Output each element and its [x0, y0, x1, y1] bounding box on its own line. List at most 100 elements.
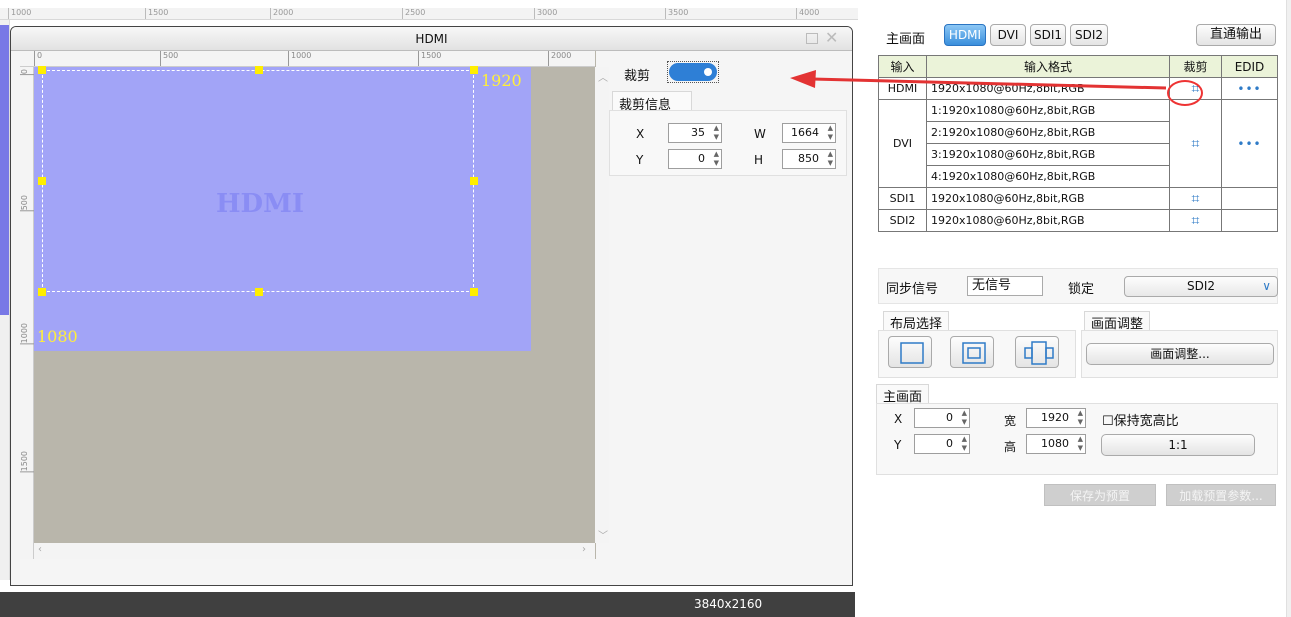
source-button-sdi2[interactable]: SDI2 — [1070, 24, 1108, 46]
crop-handle-top-left[interactable] — [38, 66, 46, 74]
canvas-vertical-scrollbar[interactable]: ︿ ﹀ — [595, 67, 609, 543]
crop-w-label: W — [754, 127, 766, 141]
scroll-down-icon[interactable]: ﹀ — [598, 531, 608, 542]
more-icon[interactable]: ••• — [1237, 136, 1262, 151]
layout-single-button[interactable] — [888, 336, 932, 368]
layout-pip-button[interactable] — [950, 336, 994, 368]
crop-info-group: X 35▲▼ W 1664▲▼ Y 0▲▼ H 850▲▼ — [609, 110, 847, 176]
crop-handle-right[interactable] — [470, 177, 478, 185]
one-to-one-button[interactable]: 1:1 — [1101, 434, 1255, 456]
direct-output-button[interactable]: 直通输出 — [1196, 24, 1276, 46]
checkbox-icon[interactable]: ☐ — [1102, 414, 1114, 429]
main-x-input[interactable]: 0▲▼ — [914, 408, 970, 428]
workspace-resolution: 3840x2160 — [694, 597, 763, 611]
edid-cell[interactable]: ••• — [1221, 77, 1278, 100]
spin-arrows-icon[interactable]: ▲▼ — [827, 124, 833, 141]
table-header-row: 输入 输入格式 裁剪 EDID — [878, 55, 1278, 78]
crop-x-label: X — [636, 127, 645, 141]
dialog-footer — [11, 559, 852, 585]
hdmi-video-layer[interactable] — [34, 67, 531, 351]
crop-toggle-label: 裁剪 — [624, 69, 651, 84]
crop-y-input[interactable]: 0 ▲▼ — [668, 149, 722, 169]
crop-handle-top-right[interactable] — [470, 66, 478, 74]
crop-cell[interactable]: ⌗ — [1169, 187, 1222, 210]
crop-icon[interactable]: ⌗ — [1191, 190, 1200, 207]
table-row[interactable]: SDI1 1920x1080@60Hz,8bit,RGB ⌗ — [878, 187, 1278, 210]
ruler-tick: 4000 — [796, 8, 819, 19]
main-y-label: Y — [894, 438, 902, 452]
crop-icon[interactable]: ⌗ — [1191, 135, 1200, 152]
keep-ratio-checkbox[interactable]: ☐保持宽高比 — [1102, 410, 1179, 429]
sync-signal-label: 同步信号 — [886, 282, 939, 297]
source-button-dvi[interactable]: DVI — [990, 24, 1026, 46]
crop-toggle[interactable] — [667, 61, 719, 83]
video-height-label: 1080 — [37, 327, 78, 346]
main-y-input[interactable]: 0▲▼ — [914, 434, 970, 454]
main-h-input[interactable]: 1080▲▼ — [1026, 434, 1086, 454]
spin-arrows-icon[interactable]: ▲▼ — [961, 409, 967, 426]
crop-handle-left[interactable] — [38, 177, 46, 185]
crop-x-input[interactable]: 35▲▼ — [668, 123, 722, 143]
spin-arrows-icon[interactable]: ▲▼ — [713, 124, 719, 141]
crop-handle-bottom-right[interactable] — [470, 288, 478, 296]
crop-cell[interactable]: ⌗ — [1169, 209, 1222, 232]
dialog-title: HDMI — [11, 27, 852, 51]
spin-arrows-icon[interactable]: ▲▼ — [961, 435, 967, 452]
close-icon[interactable]: ✕ — [825, 28, 839, 47]
ruler-tick: 0 — [34, 51, 42, 66]
input-format: 2:1920x1080@60Hz,8bit,RGB — [926, 121, 1170, 144]
edid-cell[interactable]: ••• — [1221, 99, 1278, 188]
adjust-button[interactable]: 画面调整... — [1086, 343, 1274, 365]
spin-arrows-icon[interactable]: ▲▼ — [1077, 435, 1083, 452]
scroll-left-icon[interactable]: ‹ — [38, 544, 42, 555]
panel-scrollbar[interactable] — [1286, 0, 1291, 617]
canvas-vertical-ruler: 0 500 1000 1500 — [20, 67, 34, 559]
crop-handle-bottom-left[interactable] — [38, 288, 46, 296]
toggle-knob — [704, 68, 712, 76]
ruler-tick: 1500 — [145, 8, 168, 19]
crop-icon[interactable]: ⌗ — [1191, 212, 1200, 229]
layout-pip-icon — [962, 342, 986, 364]
source-button-hdmi[interactable]: HDMI — [944, 24, 986, 46]
input-format: 1:1920x1080@60Hz,8bit,RGB — [926, 99, 1170, 122]
ruler-tick: 0 — [20, 69, 34, 76]
toggle-track — [669, 63, 717, 81]
load-preset-button[interactable]: 加载预置参数... — [1166, 484, 1276, 506]
lock-label: 锁定 — [1068, 282, 1095, 297]
crop-y-value: 0 — [698, 152, 705, 165]
main-x-label: X — [894, 412, 903, 426]
chevron-down-icon[interactable]: ∨ — [1262, 279, 1271, 293]
crop-h-input[interactable]: 850 ▲▼ — [782, 149, 836, 169]
more-icon[interactable]: ••• — [1237, 81, 1262, 96]
table-row[interactable]: DVI 1:1920x1080@60Hz,8bit,RGB ⌗ ••• — [878, 99, 1278, 188]
input-name: SDI2 — [878, 209, 927, 232]
lock-select-value: SDI2 — [1186, 279, 1216, 293]
table-row[interactable]: 4:1920x1080@60Hz,8bit,RGB — [879, 165, 1278, 188]
input-format: 3:1920x1080@60Hz,8bit,RGB — [926, 143, 1170, 166]
crop-h-value: 850 — [798, 152, 819, 165]
video-layer-label: HDMI — [215, 189, 305, 219]
crop-rectangle[interactable] — [38, 66, 478, 296]
spin-arrows-icon[interactable]: ▲▼ — [713, 150, 719, 167]
scroll-right-icon[interactable]: › — [582, 544, 586, 555]
spin-arrows-icon[interactable]: ▲▼ — [1077, 409, 1083, 426]
main-h-label: 高 — [1004, 440, 1017, 454]
source-button-sdi1[interactable]: SDI1 — [1030, 24, 1066, 46]
scroll-up-icon[interactable]: ︿ — [598, 73, 608, 84]
ruler-tick: 3500 — [665, 8, 688, 19]
annotation-arrow — [790, 70, 1167, 90]
spin-arrows-icon[interactable]: ▲▼ — [827, 150, 833, 167]
crop-handle-bottom[interactable] — [255, 288, 263, 296]
crop-handle-top[interactable] — [255, 66, 263, 74]
layout-tab: 布局选择 — [883, 311, 950, 332]
crop-cell[interactable]: ⌗ — [1169, 99, 1222, 188]
table-row[interactable]: SDI2 1920x1080@60Hz,8bit,RGB ⌗ — [878, 209, 1278, 232]
lock-select[interactable]: SDI2 ∨ — [1124, 276, 1278, 297]
maximize-icon[interactable] — [806, 33, 818, 44]
save-preset-button[interactable]: 保存为预置 — [1044, 484, 1156, 506]
layout-side-button[interactable] — [1015, 336, 1059, 368]
crop-w-input[interactable]: 1664▲▼ — [782, 123, 836, 143]
input-name: SDI1 — [878, 187, 927, 210]
main-w-input[interactable]: 1920▲▼ — [1026, 408, 1086, 428]
canvas-horizontal-scrollbar[interactable]: ‹ › — [34, 543, 595, 559]
